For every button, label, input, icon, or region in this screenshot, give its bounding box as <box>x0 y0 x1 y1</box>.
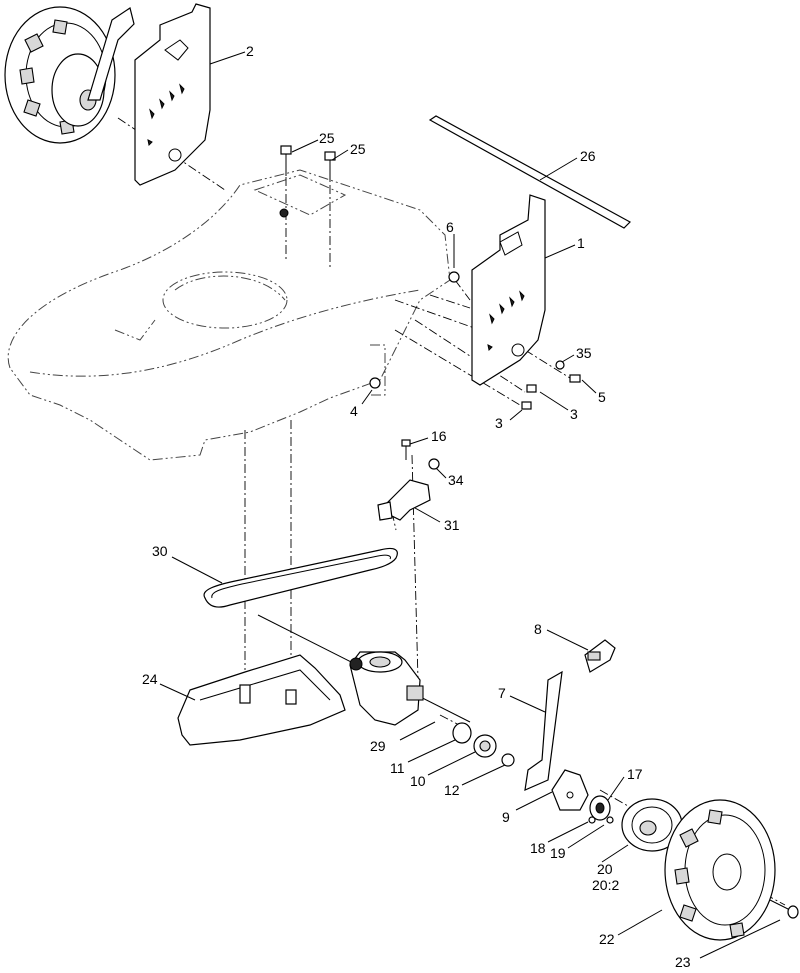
bearing-11 <box>452 722 472 744</box>
callout-4: 4 <box>350 403 358 419</box>
callout-31: 31 <box>444 517 460 533</box>
wheel-hubcap-20 <box>621 798 683 852</box>
height-lever-7 <box>524 670 563 791</box>
callout-23: 23 <box>675 954 691 970</box>
rear-wheel-22 <box>664 799 776 941</box>
callout-3a: 3 <box>570 406 578 422</box>
callout-1: 1 <box>577 235 585 251</box>
gear-17 <box>589 795 611 821</box>
bolt-3b <box>521 401 532 410</box>
callout-11: 11 <box>390 760 405 776</box>
leader-lines <box>159 51 781 959</box>
lever-grip-8 <box>584 639 616 673</box>
callout-7: 7 <box>498 685 506 701</box>
washer-35 <box>555 360 565 370</box>
callout-12: 12 <box>444 782 460 798</box>
nut-34 <box>428 458 440 470</box>
bolt-25b <box>324 151 336 180</box>
callout-20-2: 20:2 <box>592 877 619 893</box>
callout-19: 19 <box>550 845 566 861</box>
callout-16: 16 <box>431 428 447 444</box>
bolt-3a <box>526 384 537 393</box>
callout-24: 24 <box>142 671 158 687</box>
pivot-plate-9 <box>551 769 589 811</box>
callout-20: 20 <box>597 861 613 877</box>
belt-cover-24 <box>177 654 346 746</box>
callout-35: 35 <box>576 345 592 361</box>
callout-17: 17 <box>627 766 643 782</box>
callout-29: 29 <box>370 738 386 754</box>
front-wheel-assembly <box>4 6 135 144</box>
callout-6: 6 <box>446 219 454 235</box>
callout-25b: 25 <box>350 141 366 157</box>
callout-25a: 25 <box>319 130 335 146</box>
nut-4 <box>369 377 381 389</box>
callout-labels: 2 25 25 26 6 1 35 5 3 3 4 16 34 31 30 8 … <box>142 43 691 970</box>
drive-belt-30 <box>203 547 398 608</box>
screw-16 <box>401 439 411 460</box>
callout-9: 9 <box>502 809 510 825</box>
callout-18: 18 <box>530 840 546 856</box>
clip-19 <box>606 816 614 824</box>
callout-5: 5 <box>598 389 606 405</box>
bolt-5 <box>569 374 581 383</box>
callout-34: 34 <box>448 472 464 488</box>
height-adjust-plate-left <box>134 3 211 186</box>
bracket-31 <box>377 479 431 521</box>
callout-22: 22 <box>599 931 615 947</box>
spacer-12 <box>501 753 515 767</box>
nut-deck <box>279 208 289 218</box>
bolt-23 <box>769 899 799 919</box>
callout-10: 10 <box>410 773 426 789</box>
nut-6 <box>448 271 460 283</box>
height-adjust-plate-right <box>471 194 546 386</box>
transmission-29 <box>349 651 424 726</box>
callout-2: 2 <box>246 43 254 59</box>
mower-deck-phantom <box>7 169 451 461</box>
callout-30: 30 <box>152 543 168 559</box>
callout-3b: 3 <box>495 415 503 431</box>
handle-tube-26 <box>428 115 631 229</box>
washer-18 <box>588 816 596 824</box>
bushing-10 <box>473 734 497 758</box>
callout-8: 8 <box>534 621 542 637</box>
bolt-25a <box>280 145 292 176</box>
callout-26: 26 <box>580 148 596 164</box>
